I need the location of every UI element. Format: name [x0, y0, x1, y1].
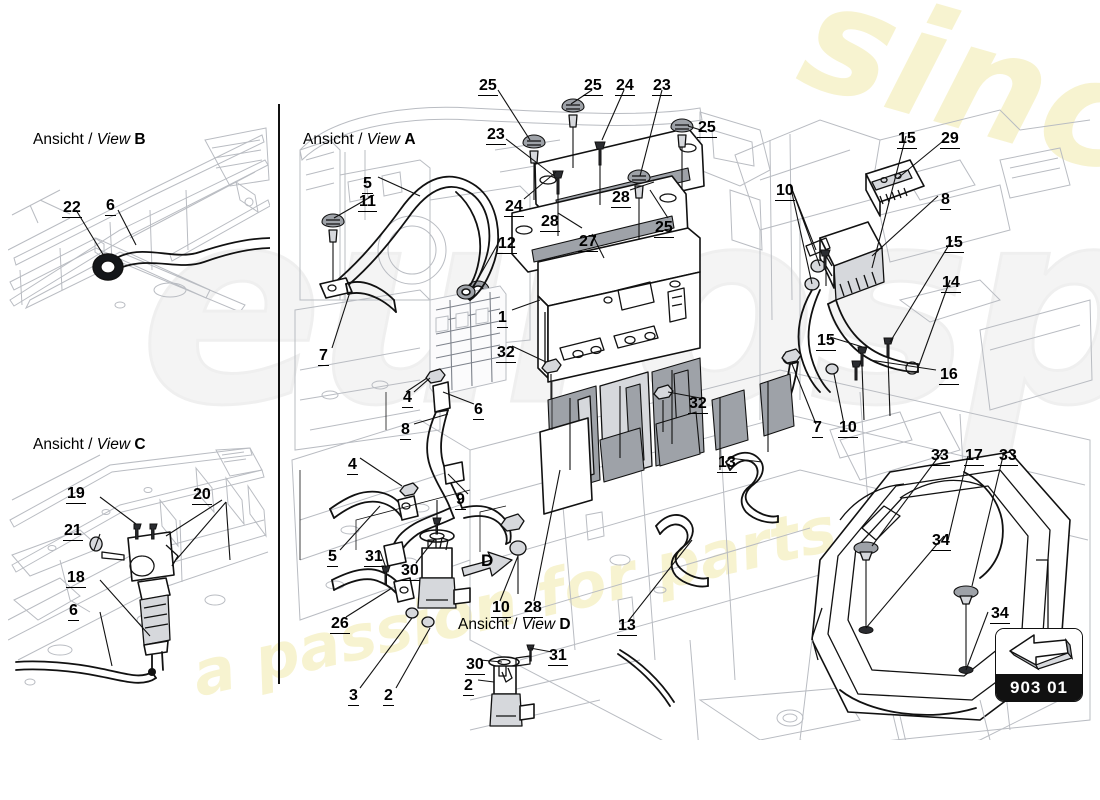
- callout-number: 30: [400, 562, 420, 581]
- view-prefix-d: Ansicht /: [458, 616, 522, 633]
- view-prefix-c: Ansicht /: [33, 436, 97, 453]
- view-prefix-b: Ansicht /: [33, 131, 97, 148]
- callout-number: 10: [775, 182, 795, 201]
- view-label-c: Ansicht / View C: [33, 436, 146, 454]
- callout-number: 1: [497, 309, 508, 328]
- callout-number: 28: [540, 213, 560, 232]
- view-word-b: View: [96, 131, 131, 148]
- 3d-arrow-icon: [1009, 634, 1074, 671]
- callout-number: 24: [615, 77, 635, 96]
- badge-arrow-area: [996, 629, 1082, 674]
- callout-number: 15: [816, 332, 836, 351]
- callout-number: 18: [66, 569, 86, 588]
- callout-number: 23: [486, 126, 506, 145]
- callout-number: 6: [68, 602, 79, 621]
- view-prefix-a: Ansicht /: [303, 131, 367, 148]
- direction-marker-d: D: [481, 551, 494, 570]
- callout-number: 13: [617, 617, 637, 636]
- callout-number: 6: [473, 401, 484, 420]
- view-word-a: View: [366, 131, 401, 148]
- view-word-c: View: [96, 436, 131, 453]
- callout-number: 7: [812, 419, 823, 438]
- view-label-d: Ansicht / View D: [458, 616, 571, 634]
- callout-number: 4: [347, 456, 358, 475]
- view-letter-c: C: [134, 436, 146, 453]
- callout-number: 10: [491, 599, 511, 618]
- callout-number: 25: [583, 77, 603, 96]
- callout-number: 31: [364, 548, 384, 567]
- callout-number: 8: [940, 191, 951, 210]
- callout-number: 33: [930, 447, 950, 466]
- callout-number: 32: [688, 395, 708, 414]
- callout-number: 25: [478, 77, 498, 96]
- panel-divider: [278, 104, 280, 684]
- part-number-badge: 903 01: [995, 628, 1083, 702]
- callout-number: 25: [654, 219, 674, 238]
- callout-number: 3: [348, 687, 359, 706]
- view-word-d: View: [521, 616, 556, 633]
- callout-number: 10: [838, 419, 858, 438]
- callout-number: 6: [105, 197, 116, 216]
- callout-number: 22: [62, 199, 82, 218]
- view-label-b: Ansicht / View B: [33, 131, 146, 149]
- callout-number: 4: [402, 389, 413, 408]
- view-letter-a: A: [404, 131, 416, 148]
- callout-number: 26: [330, 615, 350, 634]
- callout-number: 34: [990, 605, 1010, 624]
- callout-number: 31: [548, 647, 568, 666]
- callout-number: 29: [940, 130, 960, 149]
- callout-number: 27: [578, 233, 598, 252]
- callout-number: 17: [964, 447, 984, 466]
- callout-number: 20: [192, 486, 212, 505]
- callout-number: 24: [504, 198, 524, 217]
- callout-number: 12: [497, 235, 517, 254]
- callout-number: 15: [897, 130, 917, 149]
- callout-number: 5: [362, 175, 373, 194]
- callout-number: 8: [400, 421, 411, 440]
- callout-number: 34: [931, 532, 951, 551]
- callout-number: 7: [318, 347, 329, 366]
- callout-number: 33: [998, 447, 1018, 466]
- callout-number: 16: [939, 366, 959, 385]
- callout-number: 21: [63, 522, 83, 541]
- callout-number: 15: [944, 234, 964, 253]
- callout-number: 30: [465, 656, 485, 675]
- callout-number: 2: [463, 677, 474, 696]
- callout-number: 14: [941, 274, 961, 293]
- callout-number: 28: [611, 189, 631, 208]
- callout-number: 32: [496, 344, 516, 363]
- callout-number: 28: [523, 599, 543, 618]
- view-label-a: Ansicht / View A: [303, 131, 416, 149]
- callout-number: 25: [697, 119, 717, 138]
- callout-number: 9: [455, 491, 466, 510]
- callout-number: 2: [383, 687, 394, 706]
- view-letter-d: D: [559, 616, 571, 633]
- callout-number: 11: [358, 193, 377, 212]
- callout-number: 13: [717, 454, 737, 473]
- callout-number: 23: [652, 77, 672, 96]
- callout-number: 5: [327, 548, 338, 567]
- view-letter-b: B: [134, 131, 146, 148]
- callout-number: 19: [66, 485, 86, 504]
- badge-number: 903 01: [996, 674, 1082, 701]
